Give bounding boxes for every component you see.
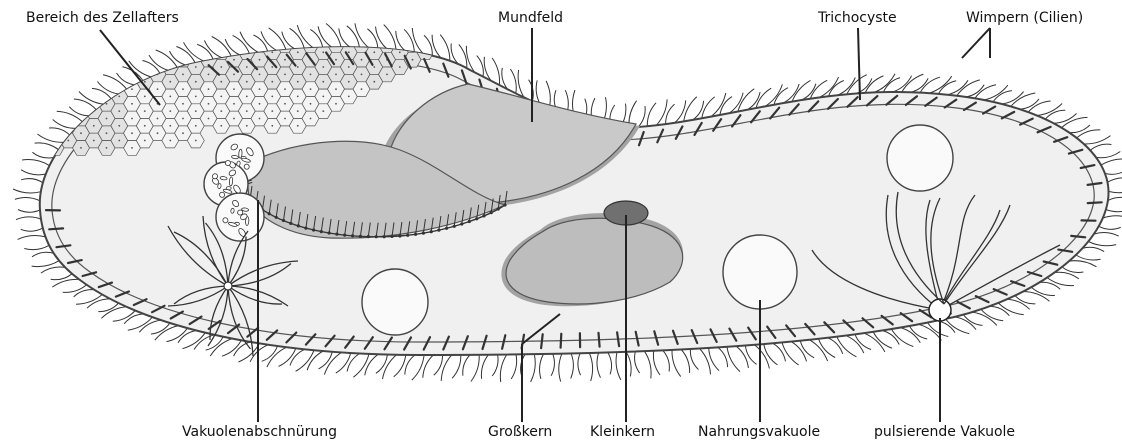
food-vacuole-2 bbox=[723, 235, 797, 309]
label-micronucleus: Kleinkern bbox=[590, 424, 655, 440]
label-vacuole-pinching: Vakuolenabschnürung bbox=[182, 424, 337, 440]
label-food-vacuole: Nahrungsvakuole bbox=[698, 424, 820, 440]
label-contractile-vacuole: pulsierende Vakuole bbox=[874, 424, 1015, 440]
label-cilia: Wimpern (Cilien) bbox=[966, 10, 1083, 26]
label-trichocyst: Trichocyste bbox=[818, 10, 897, 26]
contractile-vacuole bbox=[929, 299, 951, 321]
food-vacuole-3 bbox=[887, 125, 953, 191]
label-macronucleus: Großkern bbox=[488, 424, 552, 440]
label-anal-region: Bereich des Zellafters bbox=[26, 10, 179, 26]
label-oral-groove: Mundfeld bbox=[498, 10, 563, 26]
food-vacuole-1 bbox=[362, 269, 428, 335]
